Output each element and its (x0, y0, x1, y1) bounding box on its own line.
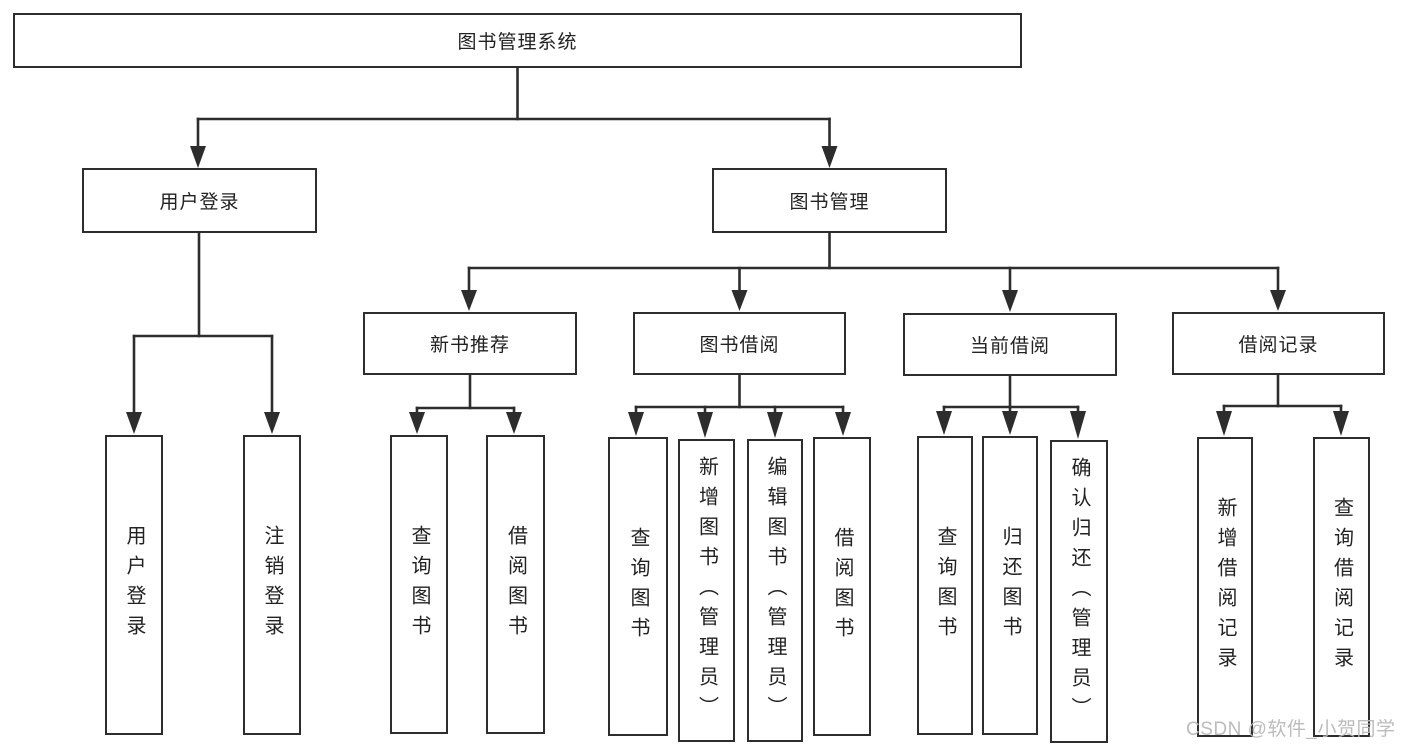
node-user-login-group: 用户登录 (82, 168, 317, 233)
node-label: 借阅记录 (1238, 335, 1319, 356)
node-label: 新书推荐 (429, 335, 510, 356)
connector-current-borrow-to-leaves (936, 374, 1086, 439)
node-leaf-return-books: 归还图书 (982, 436, 1038, 735)
node-leaf-borrow-books-recommend: 借阅图书 (486, 435, 545, 734)
node-label: 用户登录 (159, 192, 240, 213)
node-label: 图书管理系统 (457, 32, 578, 53)
node-leaf-add-borrow-record: 新增借阅记录 (1197, 437, 1253, 737)
csdn-watermark: CSDN @软件_小贺同学 (1186, 719, 1396, 740)
node-leaf-add-books-admin: 新增图书（管理员） (678, 439, 735, 742)
connector-book-mgmt-to-level3 (461, 231, 1286, 312)
node-leaf-edit-books-admin: 编辑图书（管理员） (747, 439, 803, 742)
connector-new-book-to-leaves (409, 373, 522, 434)
node-current-borrowing: 当前借阅 (903, 313, 1117, 376)
node-label: 图书借阅 (699, 335, 780, 356)
node-leaf-query-books-current: 查询图书 (917, 436, 973, 735)
connector-user-login-to-leaves (126, 231, 280, 434)
node-leaf-query-borrow-record: 查询借阅记录 (1313, 437, 1370, 737)
node-new-book-recommend: 新书推荐 (363, 312, 577, 375)
connector-borrow-record-to-leaves (1216, 373, 1349, 436)
connector-book-borrow-to-leaves (628, 373, 851, 438)
node-leaf-query-books-recommend: 查询图书 (390, 435, 448, 734)
node-borrowing-records: 借阅记录 (1172, 312, 1385, 375)
node-leaf-confirm-return-admin: 确认归还（管理员） (1050, 440, 1108, 743)
node-library-management-system: 图书管理系统 (13, 13, 1022, 68)
node-label: 图书管理 (789, 192, 870, 213)
node-leaf-logout: 注销登录 (243, 435, 301, 735)
node-leaf-user-login: 用户登录 (105, 435, 163, 735)
node-book-borrowing: 图书借阅 (633, 312, 846, 375)
node-leaf-query-books-borrowing: 查询图书 (608, 437, 668, 736)
node-label: 当前借阅 (969, 336, 1050, 357)
connector-root-to-level2 (190, 66, 838, 168)
node-leaf-borrow-books: 借阅图书 (813, 437, 871, 736)
node-book-management: 图书管理 (712, 168, 947, 233)
